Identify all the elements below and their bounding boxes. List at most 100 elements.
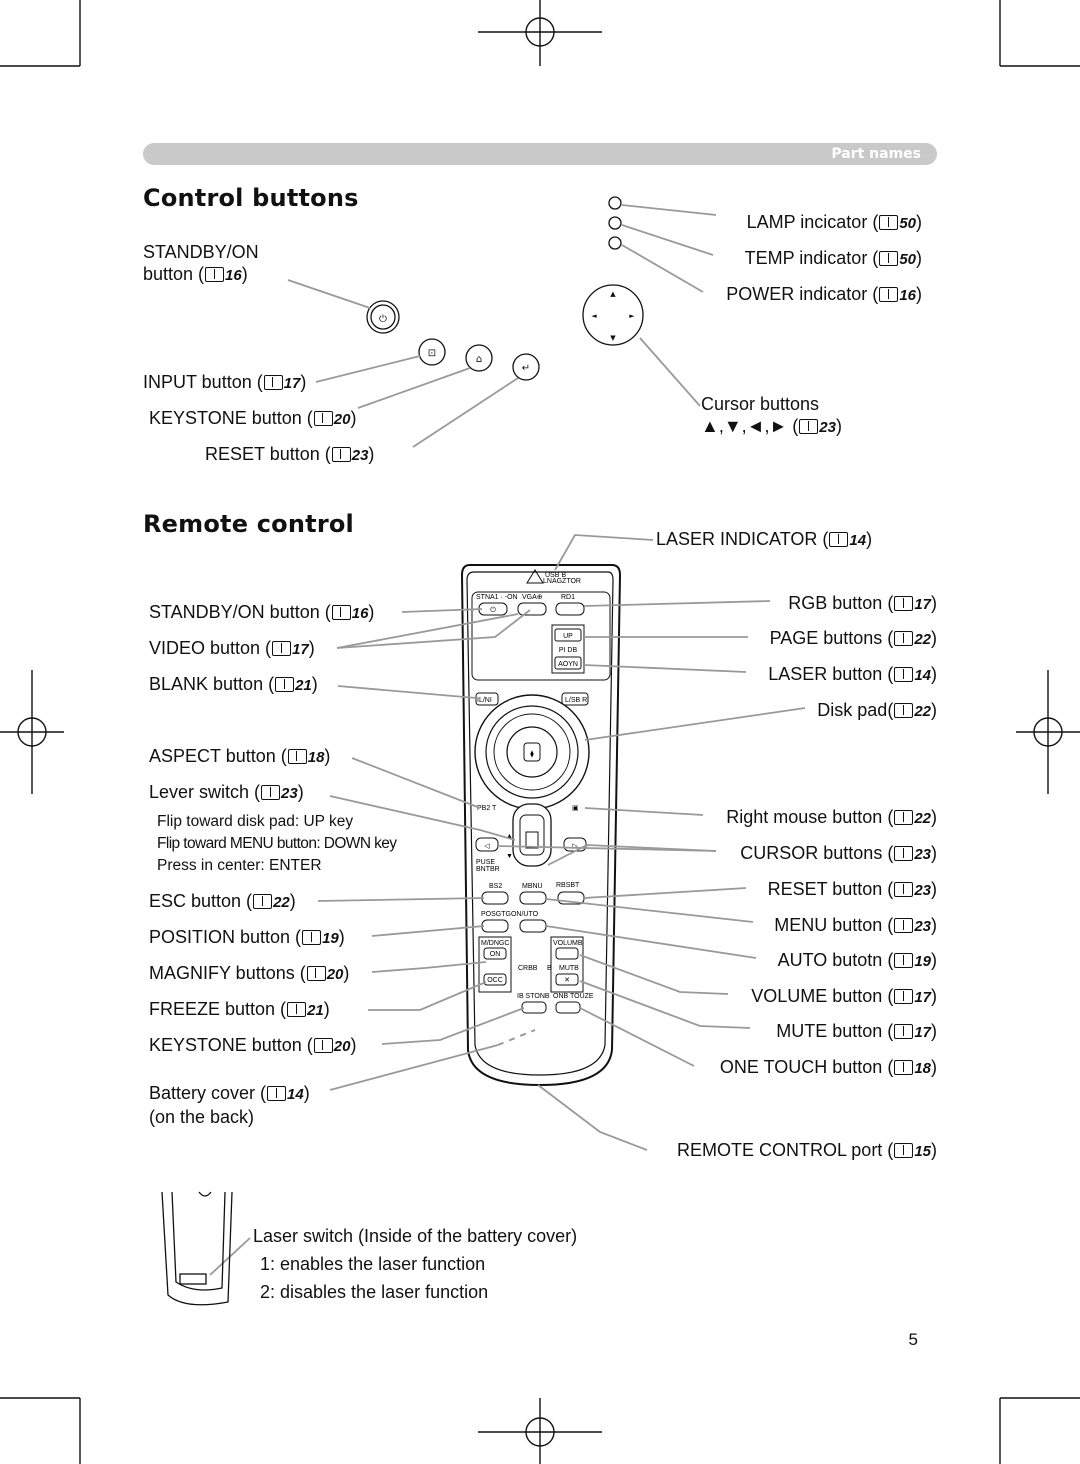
rc-aspect-label: ASPECT button (18) (149, 746, 331, 766)
rc-blank-label: BLANK button (21) (149, 674, 318, 694)
book-icon (829, 532, 849, 547)
svg-text:M/DNGC: M/DNGC (481, 940, 509, 947)
svg-text:CRBB: CRBB (518, 965, 538, 972)
svg-text:RD1: RD1 (561, 594, 575, 601)
book-icon (331, 605, 351, 620)
svg-text:POSGTGON/UTO: POSGTGON/UTO (481, 911, 539, 918)
lever-note-up: Flip toward disk pad: UP key (157, 813, 354, 830)
rc-disk-pad-label: Disk pad(22) (817, 700, 937, 720)
svg-text:▼: ▼ (610, 334, 616, 342)
book-icon (894, 1060, 914, 1075)
leader-lines (287, 204, 717, 448)
svg-text:LNAGZTOR: LNAGZTOR (543, 578, 581, 585)
svg-text:⊡: ⊡ (428, 348, 436, 359)
book-icon (287, 1002, 307, 1017)
input-button-label: INPUT button (17) (143, 372, 307, 392)
book-icon (253, 894, 273, 909)
lever-note-down: Flip toward MENU button: DOWN key (157, 835, 397, 852)
book-icon (313, 411, 333, 426)
rc-auto-label: AUTO butotn (19) (777, 950, 937, 970)
remote-control-body: USB B LNAGZTOR STNA1 · -ON VGA⊕ RD1 ⏻ UP… (460, 564, 622, 1087)
book-icon (894, 631, 914, 646)
rc-standby-label: STANDBY/ON button (16) (149, 602, 375, 622)
svg-text:MBNU: MBNU (522, 883, 543, 890)
book-icon (894, 596, 914, 611)
svg-text:◄: ◄ (591, 312, 597, 320)
svg-text:PUSE: PUSE (476, 859, 495, 866)
rc-laser-label: LASER button (14) (768, 664, 937, 684)
rc-rgb-label: RGB button (17) (788, 593, 937, 613)
control-buttons-heading: Control buttons (143, 184, 359, 212)
book-icon (894, 918, 914, 933)
svg-text:RBSBT: RBSBT (556, 882, 580, 889)
svg-text:►: ► (629, 312, 635, 320)
laser-switch-disable: 2: disables the laser function (260, 1282, 489, 1302)
svg-text:IL/NI: IL/NI (477, 697, 492, 704)
rc-remote-port-label: REMOTE CONTROL port (15) (676, 1140, 937, 1160)
book-icon (306, 966, 326, 981)
svg-text:▣: ▣ (572, 805, 579, 812)
temp-indicator (608, 216, 622, 230)
svg-text:⏻: ⏻ (490, 606, 496, 614)
book-icon (894, 953, 914, 968)
rc-esc-label: ESC button (22) (149, 891, 296, 911)
rc-laser-indicator-label: LASER INDICATOR (14) (656, 529, 873, 549)
book-icon (331, 447, 351, 462)
rc-cursor-label: CURSOR buttons (23) (740, 843, 937, 863)
svg-text:⌂: ⌂ (476, 354, 482, 365)
svg-text:⧫: ⧫ (530, 750, 534, 758)
book-icon (894, 810, 914, 825)
rc-menu-label: MENU button (23) (774, 915, 937, 935)
book-icon (799, 419, 819, 434)
svg-text:OCC: OCC (487, 977, 503, 984)
svg-text:B: B (547, 965, 552, 972)
section-title: Part names (831, 146, 921, 162)
rc-lever-label: Lever switch (23) (149, 782, 304, 802)
power-indicator-label: POWER indicator (16) (726, 284, 922, 304)
book-icon (313, 1038, 333, 1053)
lamp-indicator-label: LAMP incicator (50) (746, 212, 922, 232)
book-icon (267, 1086, 287, 1101)
rc-mute-label: MUTE button (17) (776, 1021, 937, 1041)
svg-text:▷: ▷ (572, 843, 578, 850)
svg-text:IB STONB: IB STONB (517, 993, 550, 1000)
svg-text:STNA1 · -ON: STNA1 · -ON (476, 594, 518, 601)
svg-text:⏻: ⏻ (379, 314, 387, 325)
rc-reset-label: RESET button (23) (767, 879, 937, 899)
keystone-button-label: KEYSTONE button (20) (149, 408, 357, 428)
book-icon (879, 251, 899, 266)
svg-text:AOYN: AOYN (558, 661, 578, 668)
svg-text:ONB TOUZE: ONB TOUZE (553, 993, 594, 1000)
rc-freeze-label: FREEZE button (21) (149, 999, 330, 1019)
rc-right-mouse-label: Right mouse button (22) (726, 807, 937, 827)
svg-text:▼: ▼ (506, 853, 513, 860)
book-icon (894, 882, 914, 897)
reset-button-label: RESET button (23) (205, 444, 375, 464)
svg-text:PI DB: PI DB (559, 647, 578, 654)
book-icon (261, 785, 281, 800)
book-icon (879, 287, 899, 302)
book-icon (205, 267, 225, 282)
temp-indicator-label: TEMP indicator (50) (744, 248, 922, 268)
book-icon (879, 215, 899, 230)
svg-text:BS2: BS2 (489, 883, 502, 890)
rc-magnify-label: MAGNIFY buttons (20) (149, 963, 350, 983)
svg-text:ON: ON (490, 951, 501, 958)
svg-text:VOLUMB: VOLUMB (553, 940, 583, 947)
svg-text:▲: ▲ (506, 833, 513, 840)
remote-control-heading: Remote control (143, 510, 354, 538)
rc-page-label: PAGE buttons (22) (769, 628, 937, 648)
standby-label: STANDBY/ON button (16) (143, 242, 259, 284)
book-icon (302, 930, 322, 945)
book-icon (275, 677, 295, 692)
rc-position-label: POSITION button (19) (149, 927, 345, 947)
svg-text:USB B: USB B (545, 572, 566, 579)
rc-video-label: VIDEO button (17) (149, 638, 315, 658)
section-header-bar: Part names (143, 143, 937, 165)
page-number: 5 (908, 1330, 918, 1349)
svg-text:✕: ✕ (564, 977, 570, 984)
svg-text:VGA⊕: VGA⊕ (522, 594, 543, 601)
svg-text:UP: UP (563, 633, 573, 640)
